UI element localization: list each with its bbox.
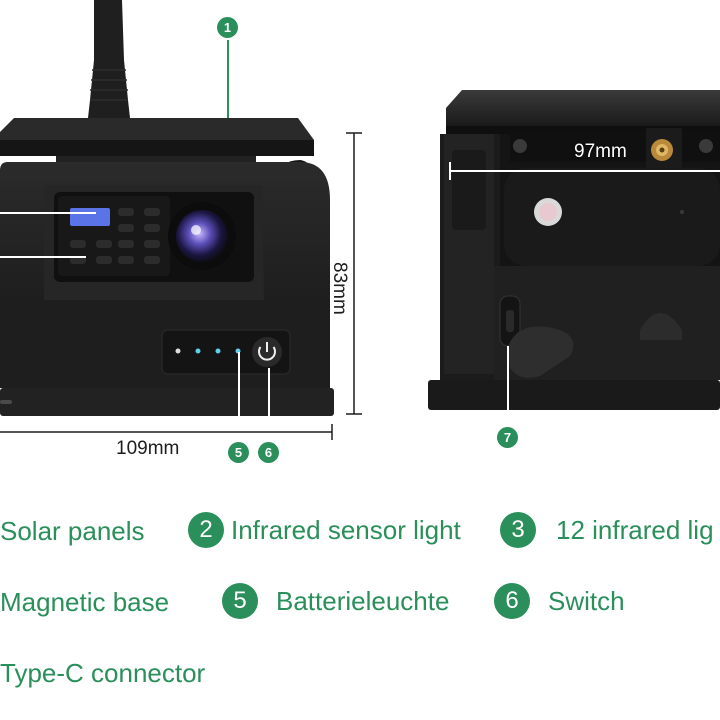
- legend-item-magnetic-base: Magnetic base: [0, 587, 169, 618]
- height-dimension-label: 83mm: [329, 262, 350, 315]
- legend-text: Type-C connector: [0, 658, 206, 688]
- side-view-camera: [428, 90, 720, 410]
- legend-item-battery-light: 5 Batterieleuchte: [222, 583, 449, 619]
- legend-number: 5: [222, 583, 258, 619]
- legend-number: 3: [500, 512, 536, 548]
- legend-item-infrared-lights: 3 12 infrared lig: [500, 512, 714, 548]
- legend-item-infrared-sensor-light: 2 Infrared sensor light: [188, 512, 461, 548]
- legend-number: 6: [494, 583, 530, 619]
- legend-text: Solar panels: [0, 516, 145, 546]
- width-dimension-label: 109mm: [116, 438, 180, 459]
- front-leader-lines: [0, 40, 270, 440]
- legend-text: Magnetic base: [0, 587, 170, 617]
- height-dimension: [346, 132, 362, 415]
- legend-text: Batterieleuchte: [276, 585, 450, 616]
- callout-5: 5: [228, 442, 249, 463]
- legend-item-solar-panels: Solar panels: [0, 516, 145, 547]
- legend-item-switch: 6 Switch: [494, 583, 625, 619]
- legend-text: Switch: [548, 585, 625, 616]
- side-width-dimension-label: 97mm: [574, 141, 627, 162]
- legend-text: Infrared sensor light: [231, 514, 461, 545]
- legend-text: 12 infrared lig: [556, 514, 714, 545]
- callout-7: 7: [497, 427, 518, 448]
- legend-number: 2: [188, 512, 224, 548]
- product-photo: [0, 0, 720, 440]
- callout-6: 6: [258, 442, 279, 463]
- width-dimension: [0, 424, 333, 440]
- callout-1: 1: [217, 17, 238, 38]
- side-leader-lines: [449, 162, 720, 428]
- legend-item-type-c-connector: Type-C connector: [0, 658, 205, 689]
- front-view-camera: [0, 0, 334, 416]
